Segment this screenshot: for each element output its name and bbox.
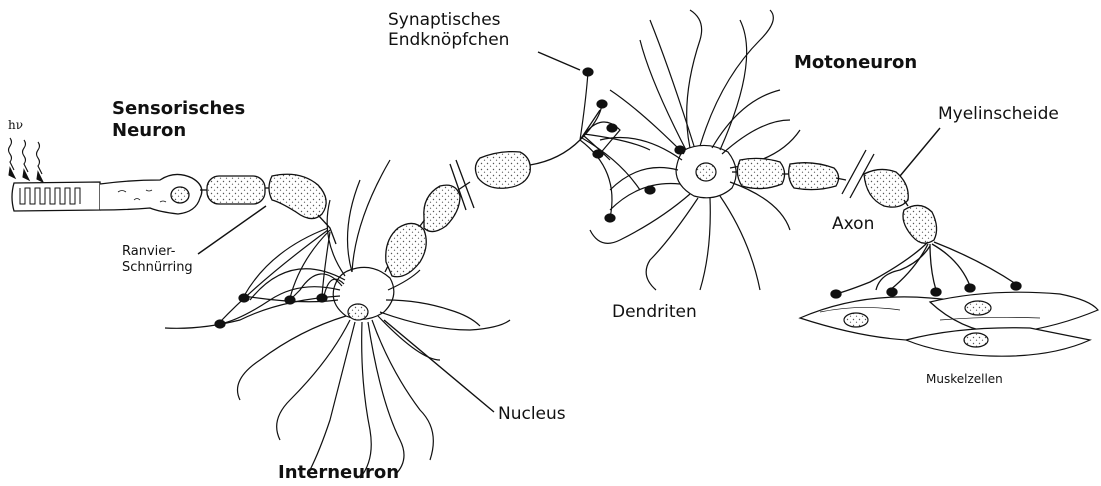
light-arrows <box>9 138 44 182</box>
motoneuron-axon <box>732 150 1021 298</box>
label-nucleus: Nucleus <box>498 404 566 424</box>
label-axon: Axon <box>832 214 874 234</box>
label-motor-neuron: Motoneuron <box>794 52 917 74</box>
muscle-cells <box>800 292 1098 356</box>
interneuron-axon <box>385 110 600 277</box>
label-muscle-cells: Muskelzellen <box>926 372 1003 386</box>
light-symbol: hν <box>8 118 23 132</box>
label-sensory-neuron: Sensorisches Neuron <box>112 98 245 141</box>
motoneuron-cell <box>580 10 800 290</box>
pointer-lines <box>198 52 940 412</box>
label-dendrites: Dendriten <box>612 302 697 322</box>
label-myelin-sheath: Myelinscheide <box>938 104 1059 124</box>
label-interneuron: Interneuron <box>278 462 399 484</box>
label-node-of-ranvier: Ranvier- Schnürring <box>122 244 193 275</box>
label-synaptic-terminal: Synaptisches Endknöpfchen <box>388 10 509 51</box>
